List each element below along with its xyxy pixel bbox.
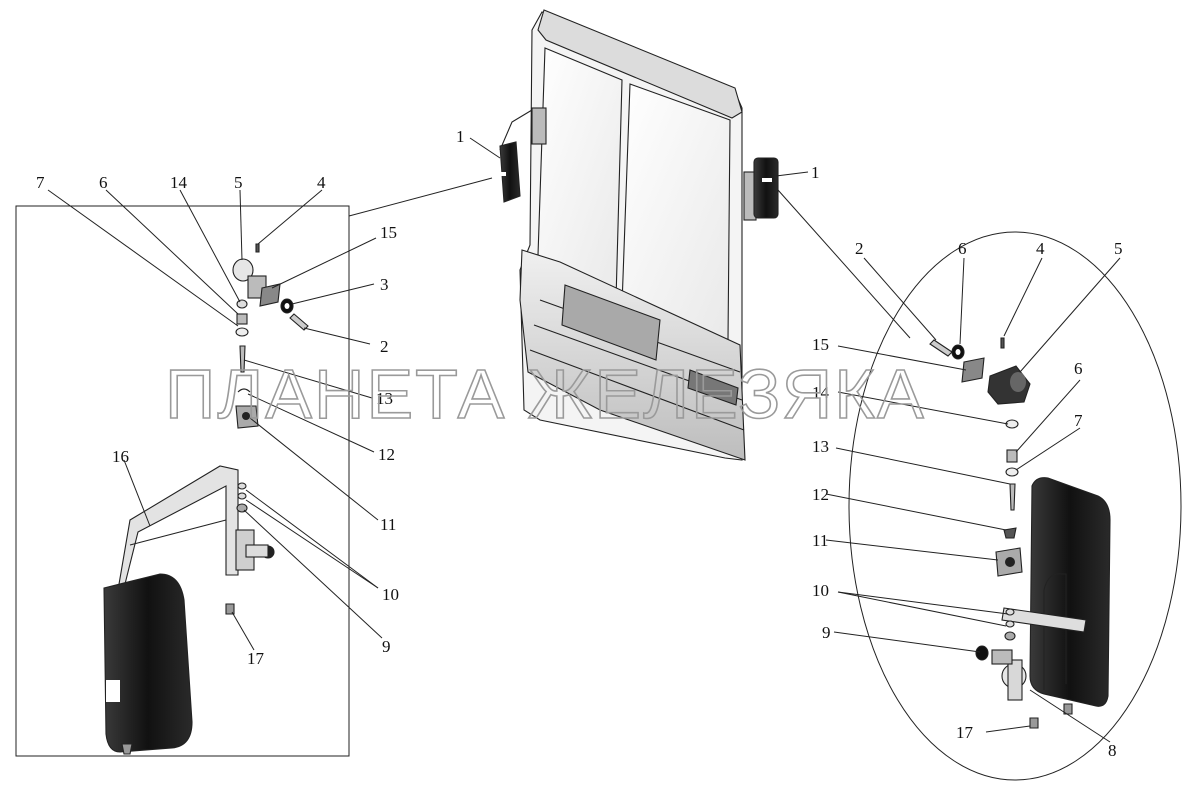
callout-left-16: 16	[112, 447, 129, 466]
callout-left-7: 7	[36, 173, 45, 192]
callout-right-8: 8	[1108, 741, 1117, 760]
leader-lines	[47, 137, 1121, 743]
left-detail-frame	[15, 177, 493, 757]
callout-left-15: 15	[380, 223, 397, 242]
callout-right-13: 13	[812, 437, 829, 456]
callout-left-10: 10	[382, 585, 399, 604]
callout-left-14: 14	[170, 173, 188, 192]
callout-right-6b: 6	[1074, 359, 1083, 378]
callout-right-2: 2	[855, 239, 864, 258]
watermark-text: ПЛАНЕТА ЖЕЛЕЗЯКА	[165, 355, 926, 433]
callout-left-17: 17	[247, 649, 265, 668]
callout-left-13: 13	[376, 389, 393, 408]
callout-right-9: 9	[822, 623, 831, 642]
callout-right-4: 4	[1036, 239, 1045, 258]
right-mirror-assembly	[975, 477, 1111, 729]
callout-right-15: 15	[812, 335, 829, 354]
cab-left-mirror	[494, 109, 533, 203]
right-detail-ellipse	[777, 189, 1182, 781]
callout-right-11: 11	[812, 531, 828, 550]
left-mirror-assembly	[103, 465, 275, 755]
callout-top-left-1: 1	[456, 127, 465, 146]
right-hinge-parts	[929, 337, 1031, 577]
callout-left-12: 12	[378, 445, 395, 464]
cab-right-mirror	[753, 157, 779, 219]
callout-right-5: 5	[1114, 239, 1123, 258]
callout-left-3: 3	[380, 275, 389, 294]
callout-left-2: 2	[380, 337, 389, 356]
callout-right-10: 10	[812, 581, 829, 600]
callout-labels: 1 1 7 6 14 5 4 15 3 2 13 12 11 16 10 9 1…	[36, 127, 1123, 760]
callout-left-5: 5	[234, 173, 243, 192]
callout-right-14: 14	[812, 383, 830, 402]
cab-front	[519, 9, 757, 461]
callout-left-11: 11	[380, 515, 396, 534]
callout-top-right-1: 1	[811, 163, 820, 182]
callout-right-17: 17	[956, 723, 974, 742]
callout-left-4: 4	[317, 173, 326, 192]
callout-right-7: 7	[1074, 411, 1083, 430]
callout-left-9: 9	[382, 637, 391, 656]
left-hinge-parts	[232, 243, 309, 429]
callout-right-6: 6	[958, 239, 967, 258]
callout-left-6: 6	[99, 173, 108, 192]
callout-right-12: 12	[812, 485, 829, 504]
